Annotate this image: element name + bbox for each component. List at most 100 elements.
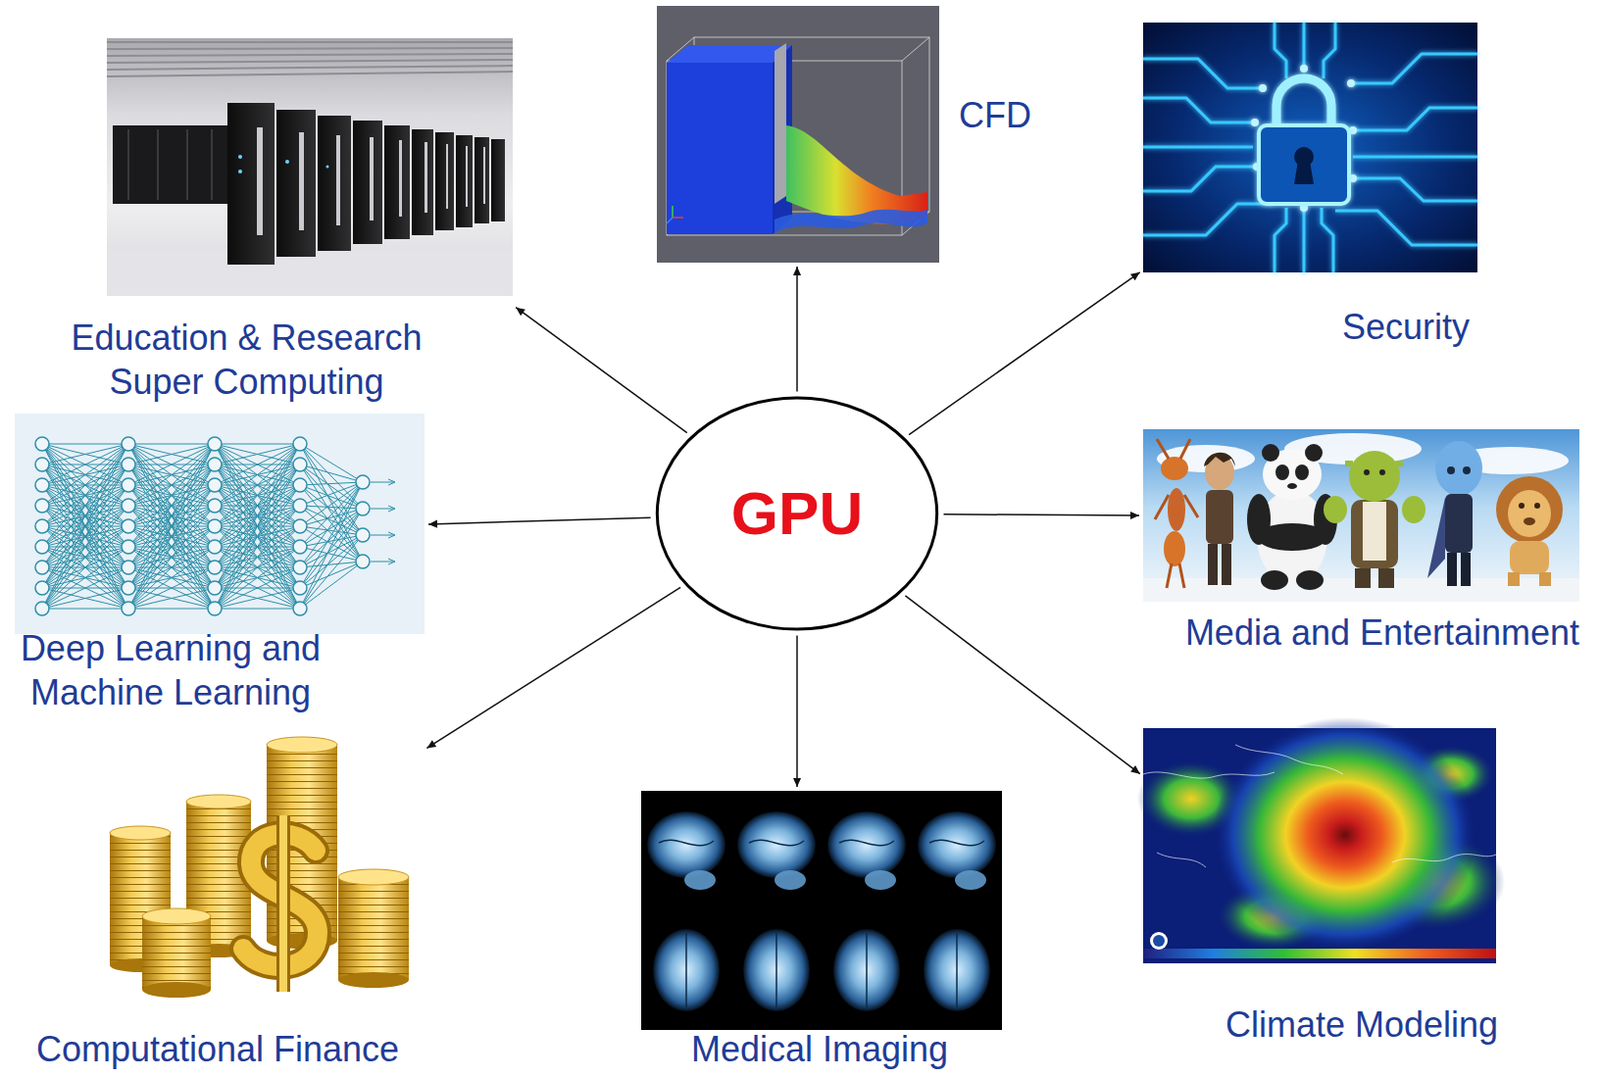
animated-characters-part-part bbox=[1363, 469, 1370, 476]
network-link bbox=[214, 444, 300, 568]
network-neuron bbox=[35, 457, 50, 472]
dollar-symbol bbox=[243, 815, 318, 993]
network-link bbox=[214, 444, 300, 506]
supercomputer-photo-part-part bbox=[399, 140, 402, 217]
security-padlock-circuit-part-part bbox=[1143, 166, 1257, 192]
supercomputer-photo-part bbox=[112, 125, 229, 204]
animated-characters-part-part bbox=[1160, 456, 1189, 481]
network-link bbox=[42, 567, 129, 609]
mri-brain-scans-part-part bbox=[658, 840, 714, 847]
network-link bbox=[42, 547, 129, 609]
cfd-simulation-part-part bbox=[666, 217, 673, 224]
network-link bbox=[300, 464, 363, 562]
network-link bbox=[214, 444, 300, 568]
output-arrow bbox=[388, 505, 396, 512]
security-padlock-circuit-part-part bbox=[1352, 107, 1478, 131]
network-link bbox=[214, 444, 300, 548]
mri-brain-scans-part-part bbox=[929, 840, 985, 847]
animated-characters-part-part bbox=[1154, 439, 1199, 589]
security-padlock-circuit-part-part bbox=[1352, 178, 1478, 201]
network-link bbox=[128, 444, 215, 568]
output-arrow bbox=[388, 558, 396, 565]
mri-brain-scans-part-part bbox=[737, 811, 816, 879]
network-link bbox=[300, 535, 363, 589]
animated-characters bbox=[1143, 429, 1580, 602]
network-link bbox=[42, 444, 129, 486]
ellipse-shape bbox=[656, 398, 937, 630]
mri-brain-scans-part-part bbox=[833, 929, 900, 1012]
supercomputer-photo-part-part bbox=[210, 129, 213, 200]
animated-characters-part bbox=[1203, 452, 1236, 586]
hurricane-satellite-map-part-part bbox=[1143, 772, 1275, 779]
supercomputer-photo-part-part bbox=[106, 48, 513, 50]
network-link bbox=[370, 561, 395, 563]
animated-characters-part-part bbox=[1207, 544, 1218, 586]
network-link bbox=[42, 444, 129, 589]
supercomputer-photo-part-part bbox=[106, 53, 513, 56]
network-link bbox=[300, 535, 363, 568]
network-link bbox=[214, 464, 300, 609]
animated-characters-part-part bbox=[1203, 452, 1236, 467]
network-link bbox=[42, 444, 129, 506]
application-caption: CFD bbox=[958, 95, 1033, 136]
cfd-simulation-part bbox=[666, 45, 793, 63]
security-padlock-circuit-part bbox=[1250, 64, 1357, 212]
security-padlock-circuit-part-part bbox=[1274, 207, 1287, 273]
network-link bbox=[42, 505, 129, 609]
animated-characters-part-part bbox=[1496, 476, 1563, 544]
network-link bbox=[300, 561, 363, 568]
security-padlock-circuit-part bbox=[1294, 160, 1314, 185]
network-neuron bbox=[121, 457, 136, 472]
supercomputer-photo-part-part bbox=[465, 146, 468, 207]
security-padlock-circuit-part-part bbox=[1335, 210, 1478, 246]
network-link bbox=[214, 444, 300, 548]
mri-brain-scans-part-part bbox=[743, 929, 810, 1012]
animated-characters-part-part bbox=[1447, 466, 1455, 475]
network-link bbox=[214, 485, 300, 609]
network-link bbox=[42, 444, 129, 609]
network-link bbox=[214, 444, 300, 609]
network-link bbox=[214, 444, 300, 465]
supercomputer-photo-part bbox=[127, 129, 213, 200]
animated-characters-part-part bbox=[1462, 466, 1471, 475]
network-link bbox=[214, 464, 300, 609]
network-link bbox=[128, 444, 215, 486]
animated-characters-part-part bbox=[1427, 498, 1446, 579]
network-neuron bbox=[207, 499, 222, 513]
network-link bbox=[42, 588, 129, 609]
network-link bbox=[42, 547, 129, 609]
cfd-simulation-part bbox=[666, 37, 930, 236]
network-link bbox=[42, 444, 129, 568]
gpu-ellipse: GPU bbox=[654, 396, 940, 632]
hurricane-satellite-map-part-part bbox=[1235, 745, 1344, 775]
supercomputer-photo-part-part bbox=[483, 147, 486, 204]
cfd-simulation-part bbox=[774, 43, 787, 204]
network-neuron bbox=[207, 581, 222, 596]
network-link bbox=[42, 444, 129, 527]
security-padlock-circuit-part-part bbox=[1258, 84, 1267, 93]
network-link bbox=[128, 485, 215, 609]
network-neuron bbox=[293, 457, 307, 472]
hurricane-satellite-map bbox=[1137, 717, 1505, 964]
supercomputer-photo-part-part bbox=[106, 41, 513, 44]
network-link bbox=[300, 561, 363, 589]
network-link bbox=[300, 482, 363, 609]
gold-coin-stacks-part-part bbox=[338, 869, 409, 886]
animated-characters-part bbox=[1323, 450, 1426, 589]
network-neuron bbox=[293, 601, 307, 616]
supercomputer-photo-part-part bbox=[106, 59, 513, 63]
cfd-simulation-part bbox=[666, 205, 684, 224]
network-link bbox=[214, 567, 300, 609]
supercomputer-photo-part-part bbox=[127, 129, 130, 200]
network-link bbox=[214, 505, 300, 609]
dollar-symbol-part bbox=[279, 815, 288, 993]
network-link bbox=[300, 561, 363, 609]
animated-characters-part-part bbox=[1323, 496, 1348, 524]
animated-characters-part bbox=[1154, 439, 1199, 589]
animated-characters-part bbox=[1427, 441, 1483, 587]
network-link bbox=[128, 485, 215, 609]
network-link bbox=[370, 508, 395, 510]
cfd-simulation-part bbox=[656, 5, 940, 263]
network-neuron bbox=[207, 457, 222, 472]
network-link bbox=[128, 526, 215, 609]
